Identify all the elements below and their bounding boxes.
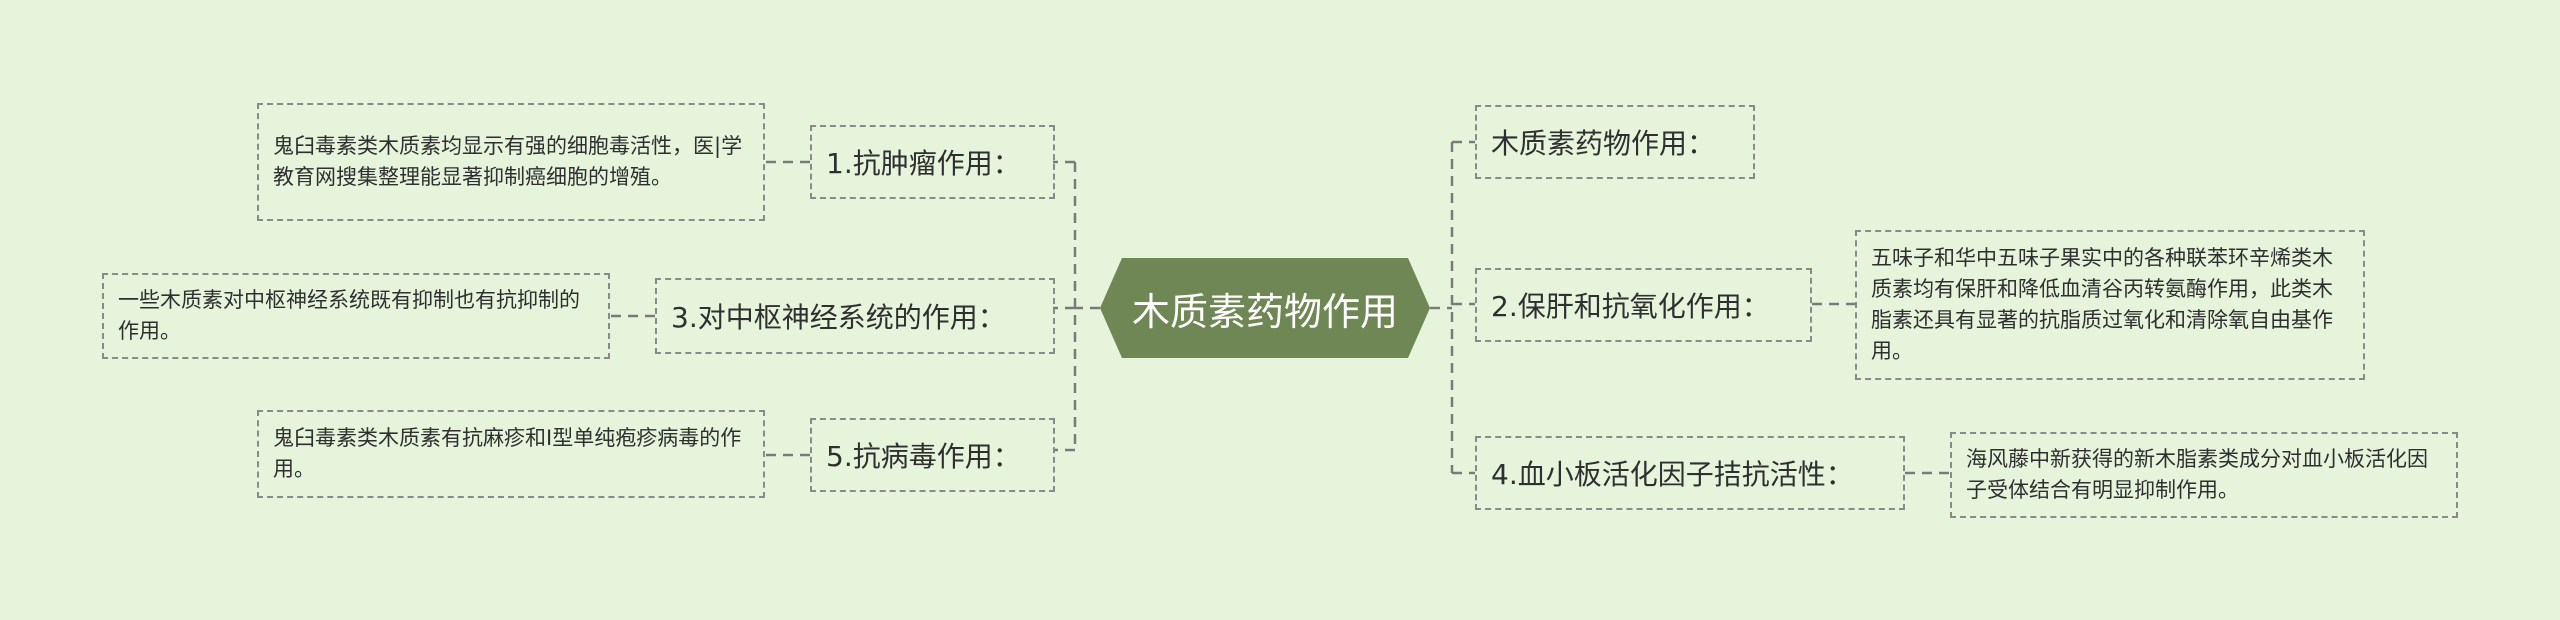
branch-antiviral[interactable]: 5.抗病毒作用： [810, 418, 1055, 492]
leaf-liver-text: 五味子和华中五味子果实中的各种联苯环辛烯类木质素均有保肝和降低血清谷丙转氨酶作用… [1871, 246, 2333, 363]
leaf-antiviral[interactable]: 鬼臼毒素类木质素有抗麻疹和I型单纯疱疹病毒的作用。 [257, 410, 765, 498]
branch-cns[interactable]: 3.对中枢神经系统的作用： [655, 278, 1055, 354]
branch-antitumor-label: 1.抗肿瘤作用： [826, 147, 1021, 180]
branch-cns-label: 3.对中枢神经系统的作用： [671, 301, 1006, 334]
branch-platelet[interactable]: 4.血小板活化因子拮抗活性： [1475, 436, 1905, 510]
root-hexagon-shape [1100, 258, 1430, 358]
branch-antitumor[interactable]: 1.抗肿瘤作用： [810, 125, 1055, 199]
leaf-platelet[interactable]: 海风藤中新获得的新木脂素类成分对血小板活化因子受体结合有明显抑制作用。 [1950, 432, 2458, 518]
branch-liver[interactable]: 2.保肝和抗氧化作用： [1475, 268, 1812, 342]
leaf-antitumor-text: 鬼臼毒素类木质素均显示有强的细胞毒活性，医|学教育网搜集整理能显著抑制癌细胞的增… [273, 134, 743, 189]
branch-liver-label: 2.保肝和抗氧化作用： [1491, 290, 1770, 323]
leaf-antiviral-text: 鬼臼毒素类木质素有抗麻疹和I型单纯疱疹病毒的作用。 [273, 426, 742, 481]
branch-overview[interactable]: 木质素药物作用： [1475, 105, 1755, 179]
branch-antiviral-label: 5.抗病毒作用： [826, 440, 1021, 473]
root-node[interactable]: 木质素药物作用 [1100, 258, 1430, 358]
leaf-cns[interactable]: 一些木质素对中枢神经系统既有抑制也有抗抑制的作用。 [102, 273, 610, 359]
leaf-platelet-text: 海风藤中新获得的新木脂素类成分对血小板活化因子受体结合有明显抑制作用。 [1966, 447, 2428, 502]
branch-overview-label: 木质素药物作用： [1491, 127, 1716, 160]
leaf-antitumor[interactable]: 鬼臼毒素类木质素均显示有强的细胞毒活性，医|学教育网搜集整理能显著抑制癌细胞的增… [257, 103, 765, 221]
branch-platelet-label: 4.血小板活化因子拮抗活性： [1491, 458, 1854, 491]
root-label: 木质素药物作用 [1131, 289, 1398, 334]
leaf-liver[interactable]: 五味子和华中五味子果实中的各种联苯环辛烯类木质素均有保肝和降低血清谷丙转氨酶作用… [1855, 230, 2365, 380]
leaf-cns-text: 一些木质素对中枢神经系统既有抑制也有抗抑制的作用。 [118, 288, 580, 343]
